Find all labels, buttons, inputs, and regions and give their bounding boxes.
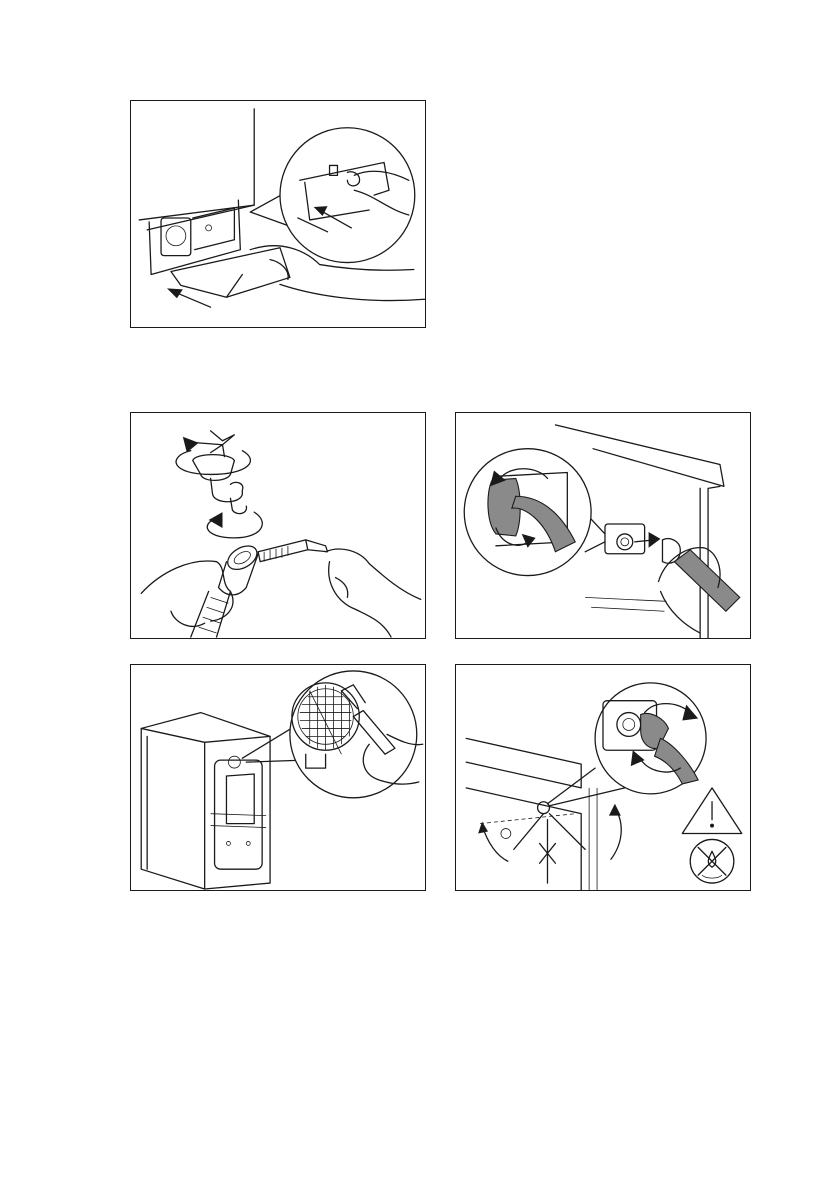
figure-remove-dispenser-drawer xyxy=(130,100,426,328)
figure-refit-inlet-hose xyxy=(455,664,751,891)
figure-unscrew-inlet-hose xyxy=(455,412,751,639)
unscrew-hose-illustration xyxy=(456,413,750,638)
dispenser-drawer-illustration xyxy=(131,101,425,327)
figure-clean-valve-filter xyxy=(130,664,426,891)
valve-filter-illustration xyxy=(131,665,425,890)
tap-cleaning-illustration xyxy=(131,413,425,638)
refit-hose-illustration xyxy=(456,665,750,890)
figure-clean-tap-filter xyxy=(130,412,426,639)
